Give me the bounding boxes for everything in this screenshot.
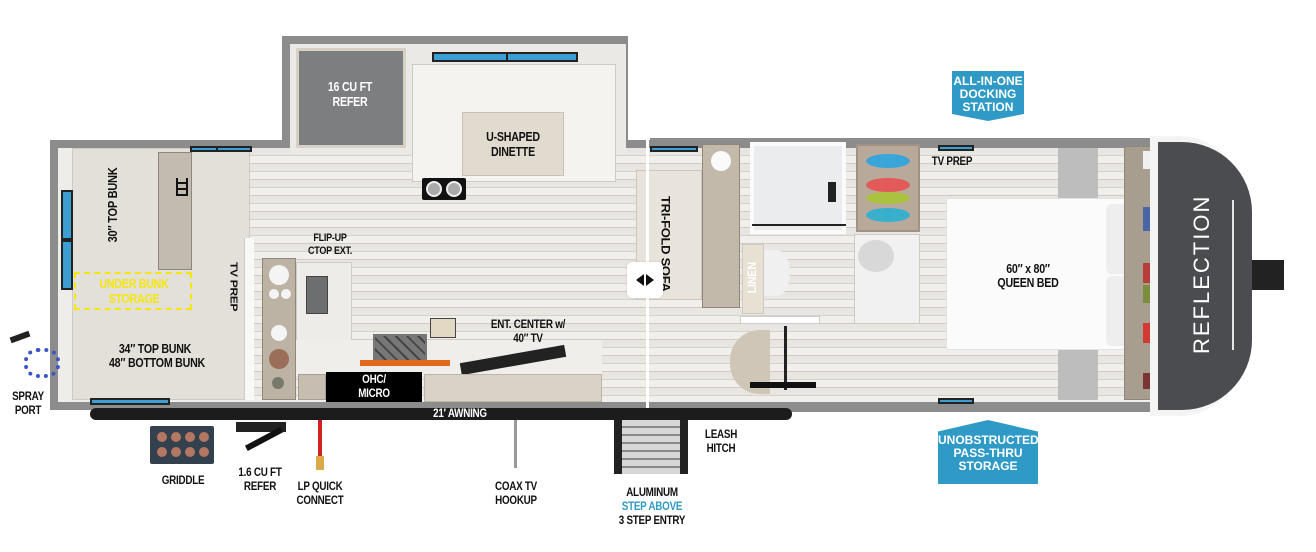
bunk-window-bottom bbox=[90, 398, 170, 405]
ohc-micro-box bbox=[326, 372, 422, 402]
entry-label-2: STEP ABOVE bbox=[621, 499, 683, 513]
flip-up-label-1: FLIP-UP bbox=[313, 232, 347, 244]
coax-line bbox=[514, 420, 517, 468]
pass-thru-storage-callout: UNOBSTRUCTED PASS-THRU STORAGE bbox=[938, 420, 1038, 484]
bunk-tv-prep-label: TV PREP bbox=[227, 262, 240, 312]
bunk-window-side-1 bbox=[61, 190, 73, 240]
linen-label: LINEN bbox=[745, 262, 759, 294]
docking-callout-line-3: STATION bbox=[962, 100, 1014, 114]
refrigerator bbox=[296, 48, 406, 148]
kitchen-sink-icon bbox=[306, 276, 328, 314]
bunk-34-48-label-2: 48″ BOTTOM BUNK bbox=[109, 355, 205, 370]
brand-logo: REFLECTION bbox=[1189, 194, 1214, 354]
entry-label-3: 3 STEP ENTRY bbox=[618, 513, 686, 527]
entry-steps bbox=[614, 420, 688, 474]
lp-quick-connect-fitting bbox=[316, 456, 324, 470]
pot-icon bbox=[430, 318, 456, 338]
spray-port-label-2: PORT bbox=[14, 403, 42, 417]
ent-center-label-1: ENT. CENTER w/ bbox=[490, 317, 566, 331]
lp-quick-label-2: CONNECT bbox=[296, 493, 344, 507]
ladder-icon bbox=[176, 178, 188, 196]
under-bunk-storage-label-2: STORAGE bbox=[108, 291, 160, 306]
ohc-micro-label-1: OHC/ bbox=[362, 372, 386, 386]
sofa-window bbox=[650, 146, 698, 152]
awning-bar bbox=[90, 408, 792, 420]
bunk-wardrobe bbox=[158, 152, 192, 270]
bath-wall bbox=[740, 316, 820, 324]
kitchen-window-top bbox=[216, 146, 252, 152]
dinette-window-2 bbox=[506, 52, 578, 62]
griddle-icon bbox=[150, 426, 214, 464]
lp-quick-connect-line bbox=[318, 420, 322, 460]
bunk-partition-wall bbox=[244, 238, 254, 400]
queen-bed bbox=[946, 198, 1130, 350]
under-bunk-storage-label-1: UNDER BUNK bbox=[99, 276, 169, 291]
refer-label-1: 16 CU FT bbox=[327, 79, 373, 94]
bath-door-post bbox=[784, 326, 787, 390]
spray-port-label-1: SPRAY bbox=[12, 389, 44, 403]
knobs-panel bbox=[298, 374, 326, 400]
griddle-label: GRIDDLE bbox=[161, 473, 205, 487]
sofa-side-cabinet bbox=[702, 144, 740, 308]
bedroom-tv-prep-label: TV PREP bbox=[931, 154, 973, 168]
kingpin bbox=[1252, 260, 1284, 290]
front-cap-chevron bbox=[1232, 200, 1234, 350]
pass-thru-callout-line-3: STORAGE bbox=[958, 459, 1018, 473]
top-bunk-30-label: 30″ TOP BUNK bbox=[105, 167, 120, 243]
leash-hitch-label-1: LEASH bbox=[704, 427, 738, 441]
wardrobe-glass bbox=[856, 144, 920, 232]
coax-label-1: COAX TV bbox=[494, 479, 538, 493]
pantry-column bbox=[262, 258, 296, 400]
coax-label-2: HOOKUP bbox=[495, 493, 537, 507]
ohc-micro-label-2: MICRO bbox=[358, 386, 390, 400]
pass-thru-callout-line-1: UNOBSTRUCTED bbox=[938, 433, 1039, 447]
bed-label-2: QUEEN BED bbox=[997, 275, 1059, 290]
shower-door-track bbox=[752, 224, 846, 226]
speakers-icon bbox=[422, 178, 466, 200]
pass-thru-callout-line-2: PASS-THRU bbox=[953, 446, 1023, 460]
front-cap bbox=[1158, 142, 1252, 410]
dinette-window-1 bbox=[432, 52, 508, 62]
leash-hitch-label-2: HITCH bbox=[706, 441, 736, 455]
bath-sink-icon bbox=[858, 240, 894, 272]
dinette-label-1: U-SHAPED bbox=[486, 129, 540, 144]
under-bunk-storage-zone bbox=[74, 272, 192, 310]
docking-station-callout: ALL-IN-ONE DOCKING STATION bbox=[952, 71, 1024, 121]
linen-closet bbox=[742, 244, 764, 314]
outdoor-refer-label-1: 1.6 CU FT bbox=[238, 465, 282, 479]
toilet-icon bbox=[764, 250, 790, 296]
refer-label-2: REFER bbox=[332, 94, 368, 109]
bunk-window-side-2 bbox=[61, 240, 73, 290]
dinette-table bbox=[462, 112, 564, 176]
bedroom-window-top bbox=[938, 145, 974, 151]
bunk-34-48-label-1: 34″ TOP BUNK bbox=[118, 341, 192, 356]
ent-center-label-2: 40″ TV bbox=[513, 331, 543, 345]
docking-callout-line-2: DOCKING bbox=[959, 87, 1017, 101]
griddle-plate bbox=[360, 360, 450, 366]
spray-port-icon bbox=[9, 330, 60, 382]
dinette-label-2: DINETTE bbox=[491, 144, 535, 159]
bed-label-1: 60″ x 80″ bbox=[1006, 261, 1050, 276]
bath-door-bar bbox=[750, 382, 816, 388]
slide-compare-handle[interactable] bbox=[627, 262, 663, 298]
entry-label-1: ALUMINUM bbox=[626, 485, 678, 499]
outdoor-refer-label-2: REFER bbox=[243, 479, 277, 493]
docking-callout-line-1: ALL-IN-ONE bbox=[953, 74, 1023, 88]
galley-lower-cabinet bbox=[424, 374, 602, 402]
bedroom-window-bottom bbox=[938, 398, 974, 404]
outdoor-fridge-icon bbox=[236, 422, 286, 458]
left-right-arrows-icon bbox=[636, 274, 654, 286]
flip-up-label-2: CTOP EXT. bbox=[307, 245, 353, 257]
lp-quick-label-1: LP QUICK bbox=[297, 479, 343, 493]
awning-label: 21′ AWNING bbox=[433, 406, 487, 420]
shower-fixture-icon bbox=[828, 182, 836, 202]
cooktop-icon bbox=[373, 334, 427, 364]
